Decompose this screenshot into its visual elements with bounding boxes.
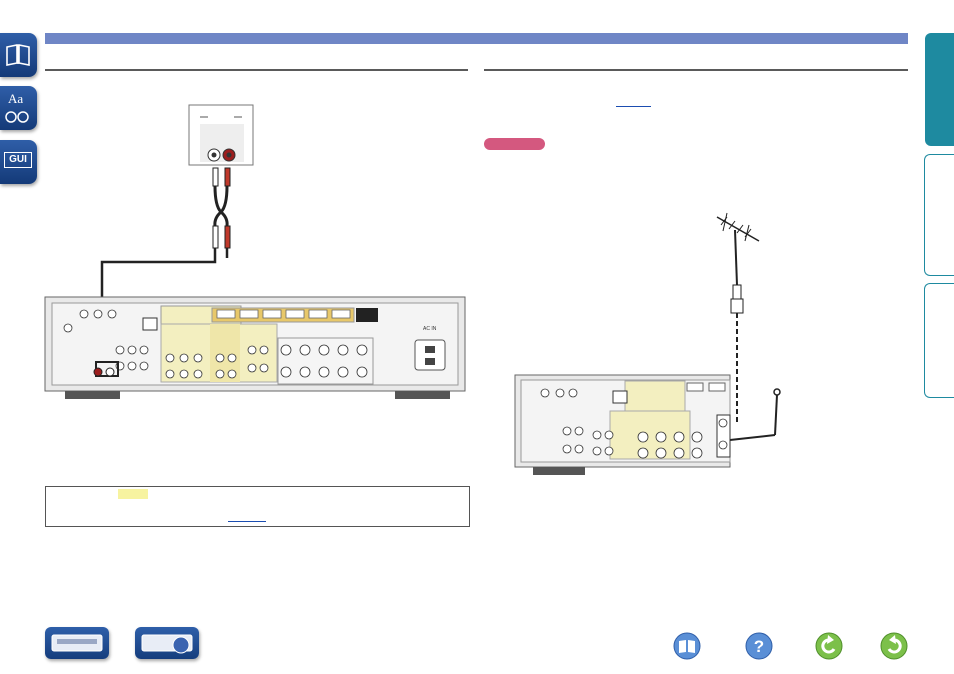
help-glyph: ? bbox=[754, 637, 764, 656]
note-badge bbox=[484, 138, 545, 150]
page-link[interactable] bbox=[616, 106, 651, 107]
glossary-label: Aa bbox=[8, 91, 24, 106]
note-box bbox=[45, 486, 470, 527]
gui-label: GUI bbox=[4, 152, 32, 168]
antenna-connection-diagram bbox=[514, 212, 781, 475]
manual-icon[interactable] bbox=[672, 631, 702, 661]
forward-icon[interactable] bbox=[879, 631, 909, 661]
highlight-mark bbox=[118, 489, 148, 499]
glossary-icon[interactable]: Aa bbox=[0, 86, 37, 130]
right-heading-rule bbox=[484, 69, 908, 71]
front-panel-icon[interactable] bbox=[45, 627, 109, 659]
remote-panel-icon[interactable] bbox=[135, 627, 199, 659]
left-heading-rule bbox=[45, 69, 468, 71]
ac-in-label: AC IN bbox=[423, 326, 437, 332]
tab[interactable] bbox=[924, 154, 954, 276]
note-link[interactable] bbox=[228, 521, 266, 522]
tab[interactable] bbox=[924, 283, 954, 398]
tab-active[interactable] bbox=[925, 33, 954, 146]
section-header-bar bbox=[45, 33, 908, 44]
gui-icon[interactable]: GUI bbox=[0, 140, 37, 184]
back-icon[interactable] bbox=[814, 631, 844, 661]
book-icon[interactable] bbox=[0, 33, 37, 77]
help-icon[interactable]: ? bbox=[744, 631, 774, 661]
audio-connection-diagram: AC IN bbox=[44, 104, 466, 399]
